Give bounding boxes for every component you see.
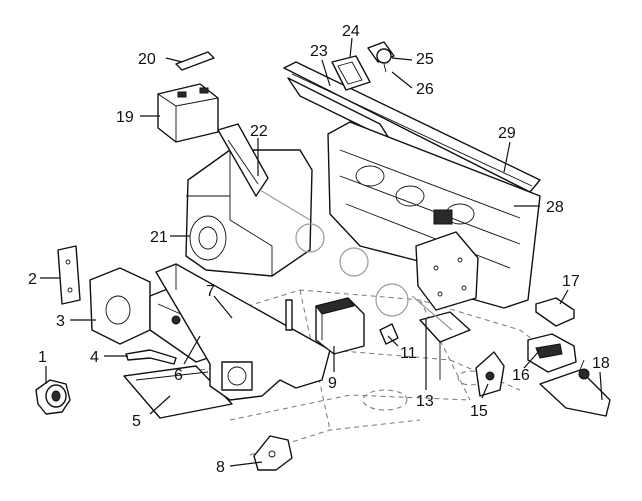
part-18-bracket (539, 359, 611, 417)
callout-23: 23 (310, 43, 328, 60)
callout-11: 11 (400, 345, 417, 362)
part-19-battery (157, 83, 219, 143)
callout-24: 24 (342, 23, 360, 40)
callout-19: 19 (116, 109, 134, 126)
callout-4: 4 (90, 349, 99, 366)
callout-22: 22 (250, 123, 268, 140)
callout-numbers: 1 2 3 4 5 6 7 8 9 11 13 15 16 17 18 19 2… (28, 23, 610, 476)
callout-7: 7 (206, 283, 215, 300)
part-21-22-heater-housing (185, 123, 313, 277)
part-8-bracket (253, 435, 293, 471)
watermark (259, 189, 453, 331)
callout-3: 3 (56, 313, 65, 330)
callout-5: 5 (132, 413, 141, 430)
part-23-29-cowl-panel (283, 41, 541, 193)
callout-21: 21 (150, 229, 168, 246)
part-2-pad (57, 245, 81, 305)
callout-25: 25 (416, 51, 434, 68)
part-20-clamp (175, 51, 215, 71)
part-11-connector (379, 323, 399, 345)
callout-6: 6 (174, 367, 183, 384)
part-3-bracket (89, 267, 151, 345)
callout-2: 2 (28, 271, 37, 288)
callout-26: 26 (416, 81, 434, 98)
part-4-strap (125, 349, 177, 365)
part-16-block (527, 333, 577, 373)
callout-28: 28 (546, 199, 564, 216)
callout-17: 17 (562, 273, 580, 290)
callout-16: 16 (512, 367, 530, 384)
callout-15: 15 (470, 403, 488, 420)
part-13-stand (419, 311, 471, 380)
callout-8: 8 (216, 459, 225, 476)
callout-1: 1 (38, 349, 47, 366)
part-15-mount (475, 351, 505, 397)
part-5-tray (123, 365, 233, 419)
callout-9: 9 (328, 375, 337, 392)
part-17-cap (535, 297, 575, 327)
callout-13: 13 (416, 393, 434, 410)
part-28-firewall (327, 121, 541, 311)
part-1-horn (35, 379, 71, 415)
part-7-rail (155, 263, 331, 401)
leader-lines (40, 37, 603, 467)
callout-29: 29 (498, 125, 516, 142)
callout-18: 18 (592, 355, 610, 372)
callout-20: 20 (138, 51, 156, 68)
part-9-reservoir (285, 297, 365, 355)
